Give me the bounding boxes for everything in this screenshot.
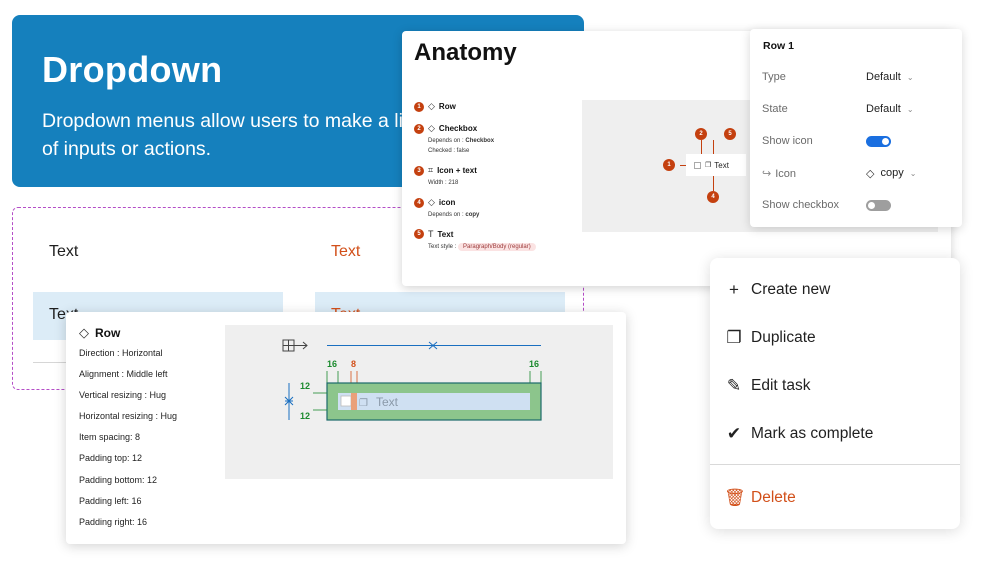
anatomy-pin: 1 [663, 159, 675, 171]
anatomy-detail: Width : 218 [428, 180, 459, 186]
spec-line: Vertical resizing : Hug [79, 390, 167, 401]
menu-item-mark-complete[interactable]: ✔ Mark as complete [724, 422, 873, 446]
text-style-pill: Paragraph/Body (regular) [458, 243, 536, 251]
trash-icon: 🗑 [724, 488, 746, 507]
anatomy-detail: Text style : Paragraph/Body (regular) [428, 243, 574, 251]
spacing-diagram-svg: 16 8 16 ❐ Text 12 12 [282, 339, 542, 421]
anatomy-item-row: 1 ◇ Row [414, 101, 574, 112]
anatomy-item-icon: 4 ◇ icon Depends on : copy [414, 197, 574, 218]
properties-panel: Row 1 Type Default⌄ State Default⌄ Show … [750, 29, 962, 227]
show-checkbox-toggle[interactable] [866, 199, 891, 211]
spec-line: Padding top: 12 [79, 453, 143, 464]
padding-top-label: 12 [300, 381, 310, 391]
anatomy-number: 1 [414, 101, 424, 112]
component-icon: ◇ [428, 123, 435, 133]
row-spec-list: Direction : Horizontal Alignment : Middl… [79, 348, 177, 538]
anatomy-number: 2 [414, 123, 424, 134]
component-icon: ◇ [428, 197, 435, 207]
prop-show-checkbox: Show checkbox [762, 195, 952, 215]
row-text-default[interactable]: Text [49, 243, 79, 260]
menu-item-duplicate[interactable]: ❐ Duplicate [724, 326, 815, 350]
padding-left-label: 16 [327, 359, 337, 369]
nested-arrow-icon: ↪ [762, 167, 772, 180]
chevron-down-icon: ⌄ [906, 72, 914, 82]
row-spec-card: ◇ Row Direction : Horizontal Alignment :… [66, 312, 626, 544]
type-select[interactable]: Default⌄ [866, 71, 914, 83]
check-icon: ✔ [726, 424, 742, 443]
row-spacing-diagram: 16 8 16 ❐ Text 12 12 [225, 325, 613, 479]
spec-line: Padding left: 16 [79, 495, 142, 506]
show-icon-toggle[interactable] [866, 135, 891, 147]
copy-icon: ❐ [705, 162, 712, 169]
anatomy-item-label: Text [437, 229, 454, 239]
state-select[interactable]: Default⌄ [866, 103, 914, 115]
preview-row: ❐ Text [686, 154, 746, 176]
chevron-down-icon: ⌄ [909, 168, 917, 178]
anatomy-detail: Checked : false [428, 148, 470, 154]
prop-state: State Default⌄ [762, 103, 914, 115]
icon-select[interactable]: ◇copy⌄ [866, 167, 917, 180]
anatomy-pin: 4 [707, 191, 719, 203]
copy-icon: ❐ [359, 398, 368, 409]
component-icon: ◇ [428, 101, 435, 111]
spec-line: Padding right: 16 [79, 516, 148, 527]
hero-description: Dropdown menus allow users to make a lis… [42, 110, 419, 160]
anatomy-item-label: Row [438, 102, 456, 111]
anatomy-item-icon-text: 3 ⌗ Icon + text Width : 218 [414, 165, 574, 186]
spec-line: Padding bottom: 12 [79, 474, 158, 485]
anatomy-item-label: icon [438, 198, 456, 207]
anatomy-number: 4 [414, 197, 424, 208]
prop-icon: ↪Icon ◇copy⌄ [762, 167, 917, 180]
frame-icon: ⌗ [428, 165, 434, 175]
item-spacing-label: 8 [351, 359, 356, 369]
plus-icon: + [729, 280, 739, 299]
anatomy-item-label: Checkbox [438, 124, 478, 133]
chevron-down-icon: ⌄ [906, 104, 914, 114]
menu-divider [710, 464, 960, 465]
anatomy-item-label: Icon + text [437, 166, 477, 175]
component-icon: ◇ [866, 167, 875, 180]
anatomy-pin: 2 [695, 128, 707, 140]
checkbox-icon [340, 395, 352, 407]
anatomy-item-checkbox: 2 ◇ Checkbox Depends on : Checkbox Check… [414, 123, 574, 154]
anatomy-number: 3 [414, 165, 424, 176]
spec-line: Horizontal resizing : Hug [79, 411, 178, 422]
spec-line: Item spacing: 8 [79, 432, 141, 443]
pencil-icon: ✎ [726, 376, 742, 395]
anatomy-detail: Depends on : Checkbox [428, 138, 495, 144]
diagram-text: Text [376, 395, 399, 409]
menu-item-edit-task[interactable]: ✎ Edit task [724, 374, 811, 398]
checkbox-icon [694, 161, 701, 169]
row-text-accent[interactable]: Text [331, 243, 361, 260]
padding-right-label: 16 [529, 359, 539, 369]
hero-title: Dropdown [42, 49, 223, 90]
padding-bottom-label: 12 [300, 411, 310, 421]
menu-item-create-new[interactable]: + Create new [724, 278, 830, 302]
prop-type: Type Default⌄ [762, 71, 914, 83]
anatomy-detail: Depends on : copy [428, 212, 480, 218]
anatomy-title: Anatomy [414, 39, 517, 66]
props-title: Row 1 [763, 40, 794, 52]
component-icon: ◇ [79, 325, 89, 340]
dropdown-menu: + Create new ❐ Duplicate ✎ Edit task ✔ M… [710, 258, 960, 529]
text-icon: T [428, 229, 434, 239]
auto-layout-icon [282, 339, 308, 352]
anatomy-pin: 5 [724, 128, 736, 140]
preview-text: Text [714, 160, 729, 170]
content-area [338, 393, 530, 410]
item-spacing-area [351, 393, 357, 410]
row-spec-title: ◇ Row [79, 325, 121, 340]
prop-show-icon: Show icon [762, 131, 952, 151]
anatomy-list: 1 ◇ Row 2 ◇ Checkbox Depends on : Checkb… [414, 101, 574, 262]
copy-icon: ❐ [726, 328, 742, 347]
anatomy-number: 5 [414, 229, 424, 239]
menu-item-delete[interactable]: 🗑 Delete [724, 488, 796, 507]
spec-line: Direction : Horizontal [79, 348, 163, 358]
anatomy-item-text: 5 T Text Text style : Paragraph/Body (re… [414, 229, 574, 251]
spec-line: Alignment : Middle left [79, 369, 168, 380]
